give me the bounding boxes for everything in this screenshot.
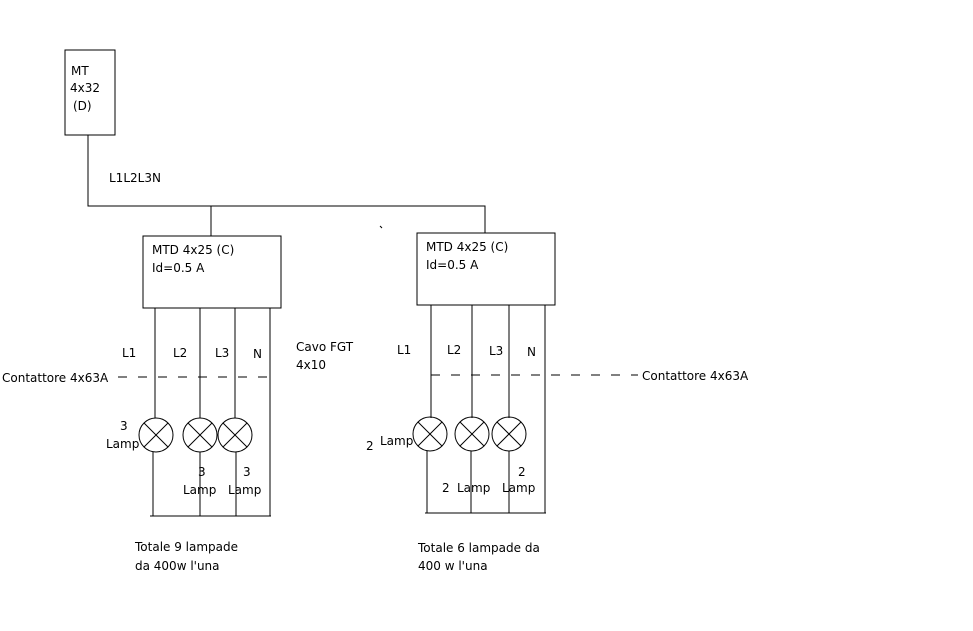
- left-breaker-box: [142, 235, 282, 309]
- left-contactor-label: Contattore 4x63A: [2, 371, 109, 385]
- left-lamp-2-count: 3: [198, 465, 206, 479]
- left-lamp-1-count: 3: [120, 419, 128, 433]
- right-lamp-2-icon: [454, 416, 490, 452]
- right-lamp-1-label: Lamp: [380, 434, 413, 448]
- right-lamp-3-icon: [491, 416, 527, 452]
- left-breaker-line2: Id=0.5 A: [152, 261, 205, 275]
- main-feeder-line: [87, 135, 486, 233]
- right-lamp-2-count: 2: [442, 481, 450, 495]
- left-total-line2: da 400w l'una: [135, 559, 220, 573]
- left-cable-line1: Cavo FGT: [296, 340, 354, 354]
- left-lamp-1-label: Lamp: [106, 437, 139, 451]
- right-total-line1: Totale 6 lampade da: [417, 541, 540, 555]
- right-contactor-label: Contattore 4x63A: [642, 369, 749, 383]
- phase-label: L1L2L3N: [109, 171, 161, 185]
- main-breaker-line3: (D): [73, 99, 92, 113]
- left-phase-n: N: [253, 347, 262, 361]
- left-lamp-3-label: Lamp: [228, 483, 261, 497]
- left-lamp-2-label: Lamp: [183, 483, 216, 497]
- left-lamp-2-icon: [182, 417, 218, 453]
- right-breaker-line2: Id=0.5 A: [426, 258, 479, 272]
- left-phase-l1: L1: [122, 346, 136, 360]
- right-breaker-line1: MTD 4x25 (C): [426, 240, 508, 254]
- right-phase-l1: L1: [397, 343, 411, 357]
- left-breaker-line1: MTD 4x25 (C): [152, 243, 234, 257]
- left-phase-l3: L3: [215, 346, 229, 360]
- left-lamp-3-icon: [217, 417, 253, 453]
- right-lamp-1-count: 2: [366, 439, 374, 453]
- main-breaker-box: [64, 49, 116, 136]
- left-lamp-3-count: 3: [243, 465, 251, 479]
- right-phase-l3: L3: [489, 344, 503, 358]
- right-breaker-box: [416, 232, 556, 306]
- stray-mark: [379, 225, 383, 229]
- left-lamp-1-icon: [138, 417, 174, 453]
- right-phase-l2: L2: [447, 343, 461, 357]
- main-breaker-line1: MT: [71, 64, 89, 78]
- right-total-line2: 400 w l'una: [418, 559, 488, 573]
- left-phase-l2: L2: [173, 346, 187, 360]
- right-lamp-3-label: Lamp: [502, 481, 535, 495]
- left-total-line1: Totale 9 lampade: [134, 540, 238, 554]
- right-phase-n: N: [527, 345, 536, 359]
- right-lamp-3-count: 2: [518, 465, 526, 479]
- right-lamp-1-icon: [412, 416, 448, 452]
- right-lamp-2-label: Lamp: [457, 481, 490, 495]
- main-breaker-line2: 4x32: [70, 81, 100, 95]
- left-cable-line2: 4x10: [296, 358, 326, 372]
